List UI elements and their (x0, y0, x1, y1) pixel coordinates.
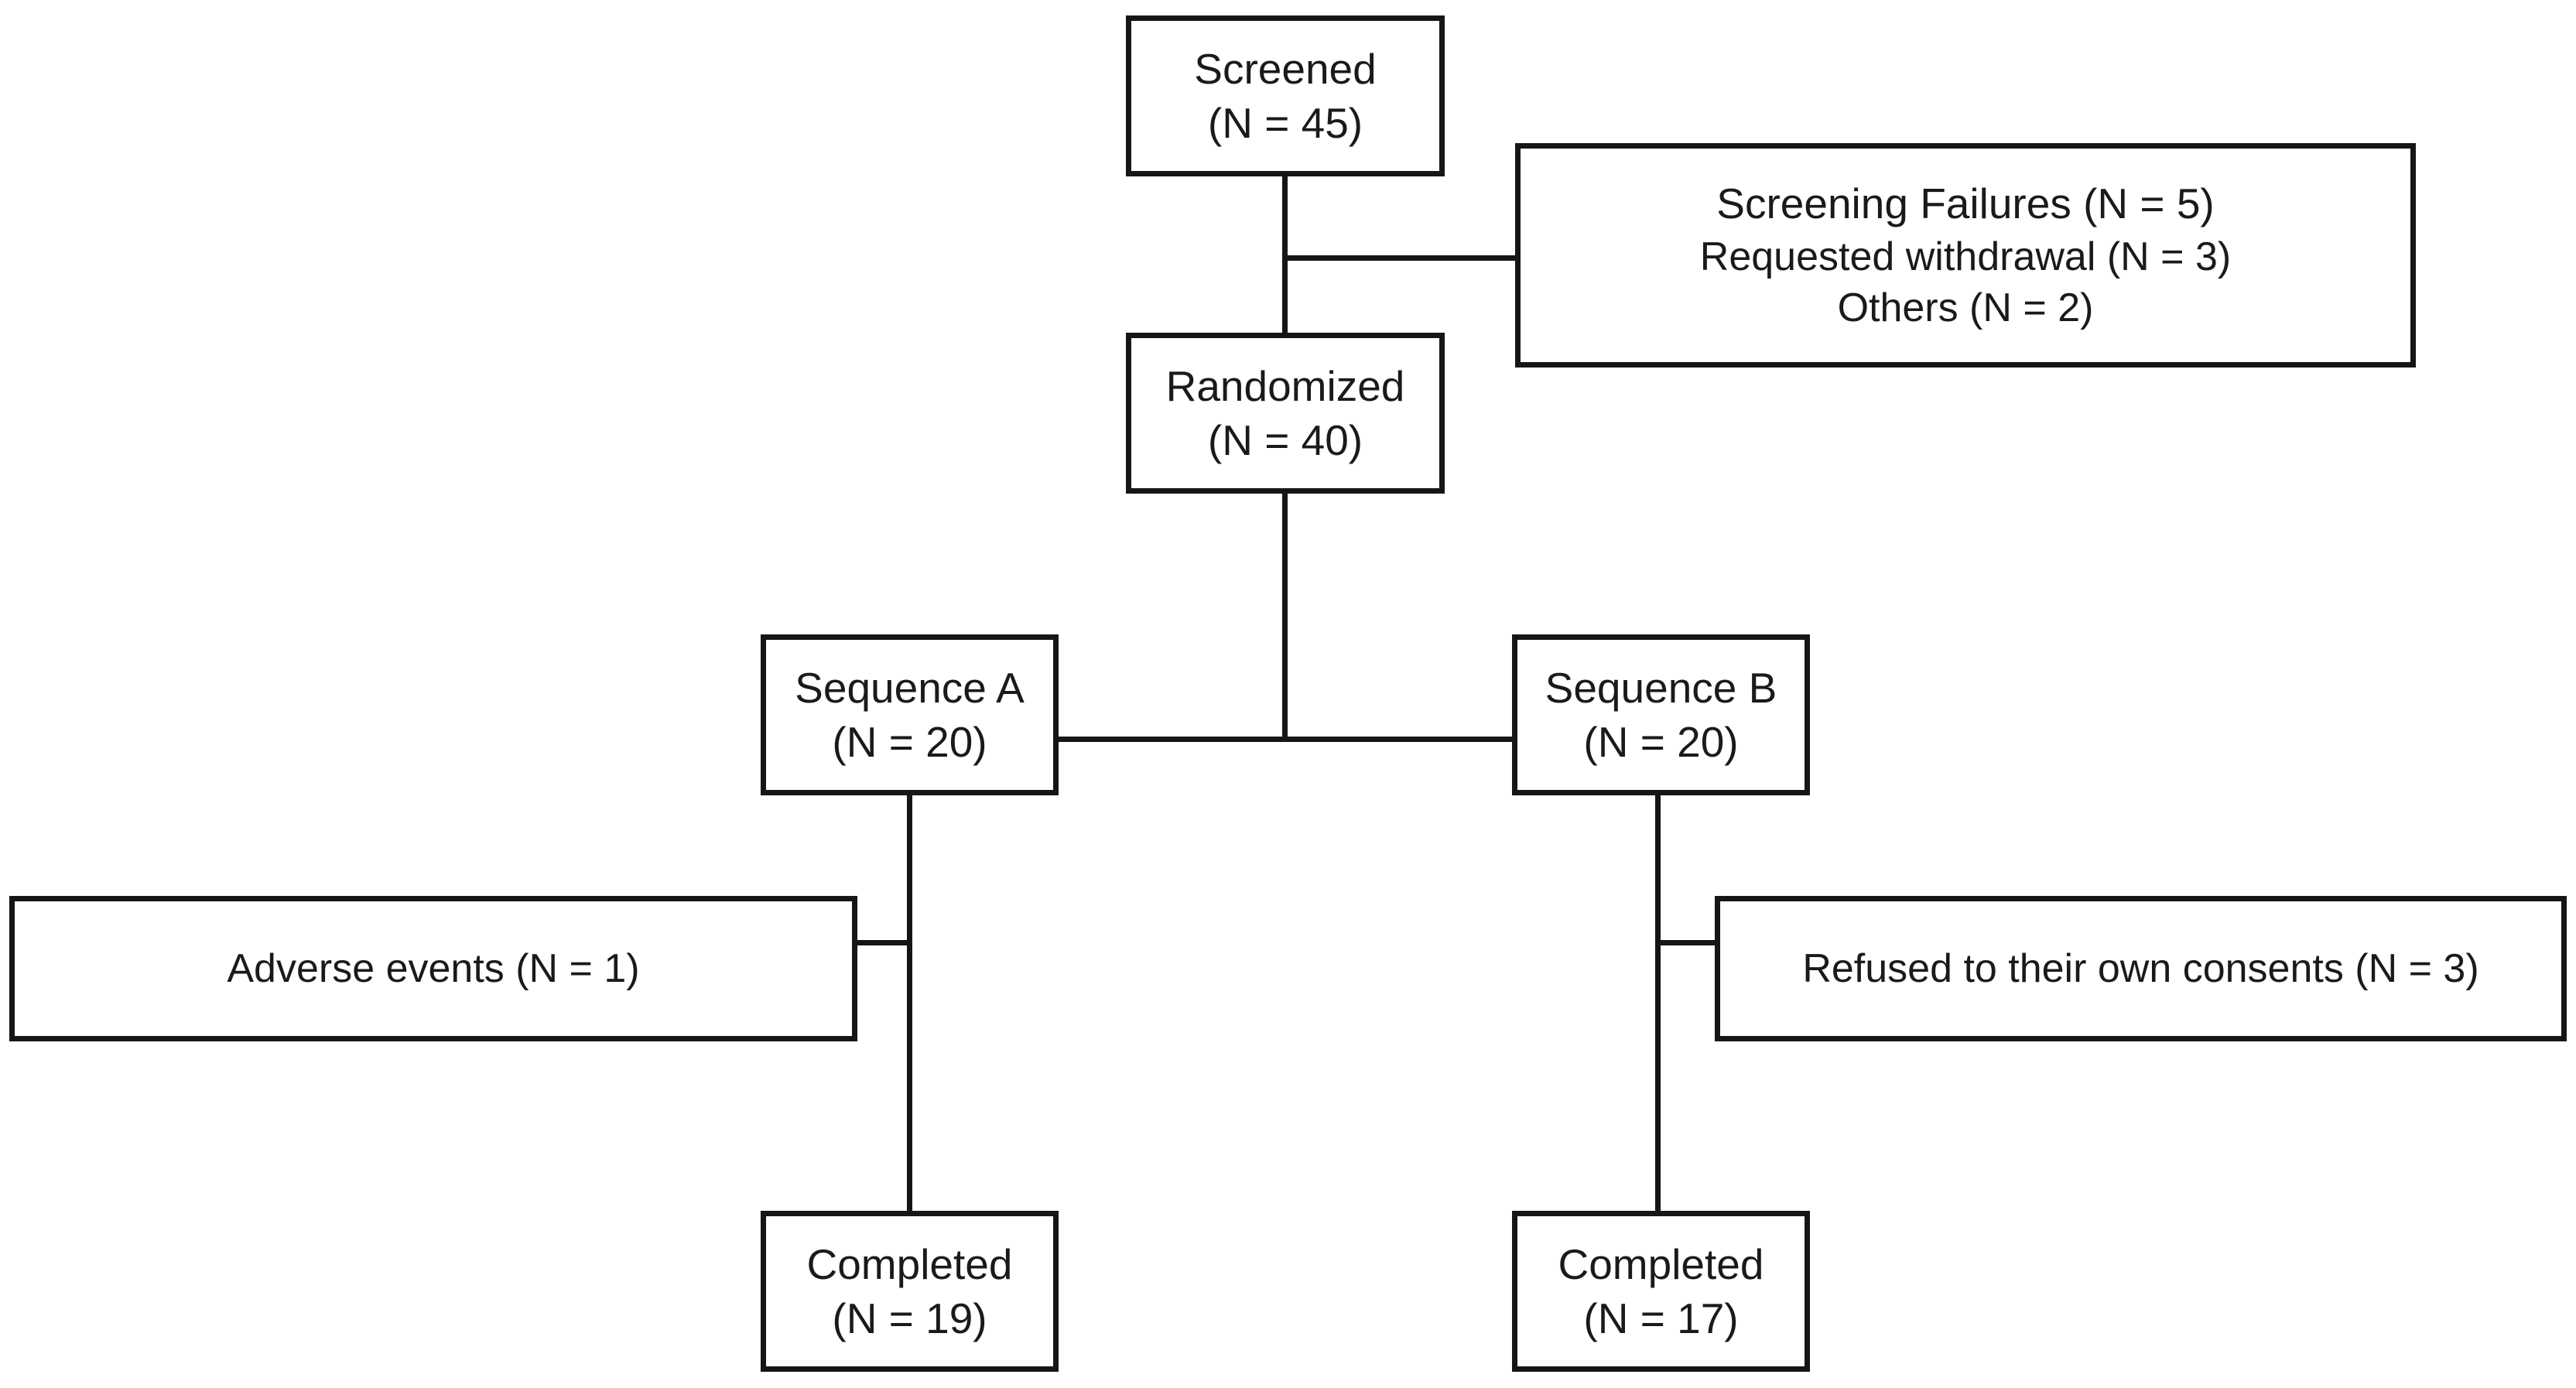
node-completed-b-count: (N = 17) (1583, 1294, 1739, 1342)
node-completed-b-label: Completed (1558, 1239, 1764, 1288)
node-sequence-a-count: (N = 20) (832, 718, 987, 766)
node-adverse-events: Adverse events (N = 1) (9, 896, 857, 1041)
node-screened-count: (N = 45) (1207, 99, 1363, 147)
connector-sequence-a-to-completed-a (907, 794, 912, 1213)
connector-sequence-b-to-completed-b (1655, 794, 1661, 1213)
node-completed-a-label: Completed (806, 1239, 1013, 1288)
node-screening-failures-reason-others: Others (N = 2) (1837, 285, 2094, 331)
node-sequence-b: Sequence B (N = 20) (1512, 634, 1810, 795)
node-sequence-a-label: Sequence A (795, 663, 1025, 712)
node-screened-label: Screened (1194, 44, 1377, 93)
node-completed-a: Completed (N = 19) (761, 1211, 1059, 1372)
node-sequence-b-count: (N = 20) (1583, 718, 1739, 766)
node-randomized: Randomized (N = 40) (1126, 333, 1445, 494)
connector-randomization-split-bar (907, 737, 1661, 742)
node-sequence-b-label: Sequence B (1545, 663, 1777, 712)
node-randomized-label: Randomized (1165, 361, 1405, 410)
connector-screened-to-screening-failures (1282, 255, 1518, 261)
node-completed-b: Completed (N = 17) (1512, 1211, 1810, 1372)
node-screened: Screened (N = 45) (1126, 15, 1445, 176)
node-adverse-events-label: Adverse events (N = 1) (227, 945, 640, 991)
node-screening-failures-label: Screening Failures (N = 5) (1716, 179, 2215, 228)
node-screening-failures-reason-withdrawal: Requested withdrawal (N = 3) (1699, 234, 2232, 279)
node-screening-failures: Screening Failures (N = 5) Requested wit… (1515, 143, 2416, 368)
connector-sequence-b-to-refused-consents (1655, 940, 1717, 945)
node-completed-a-count: (N = 19) (832, 1294, 987, 1342)
connector-randomized-drop (1282, 494, 1288, 741)
node-randomized-count: (N = 40) (1207, 416, 1363, 464)
node-refused-consents-label: Refused to their own consents (N = 3) (1802, 945, 2479, 991)
node-refused-consents: Refused to their own consents (N = 3) (1715, 896, 2567, 1041)
node-sequence-a: Sequence A (N = 20) (761, 634, 1059, 795)
connector-sequence-a-to-adverse-events (854, 940, 912, 945)
